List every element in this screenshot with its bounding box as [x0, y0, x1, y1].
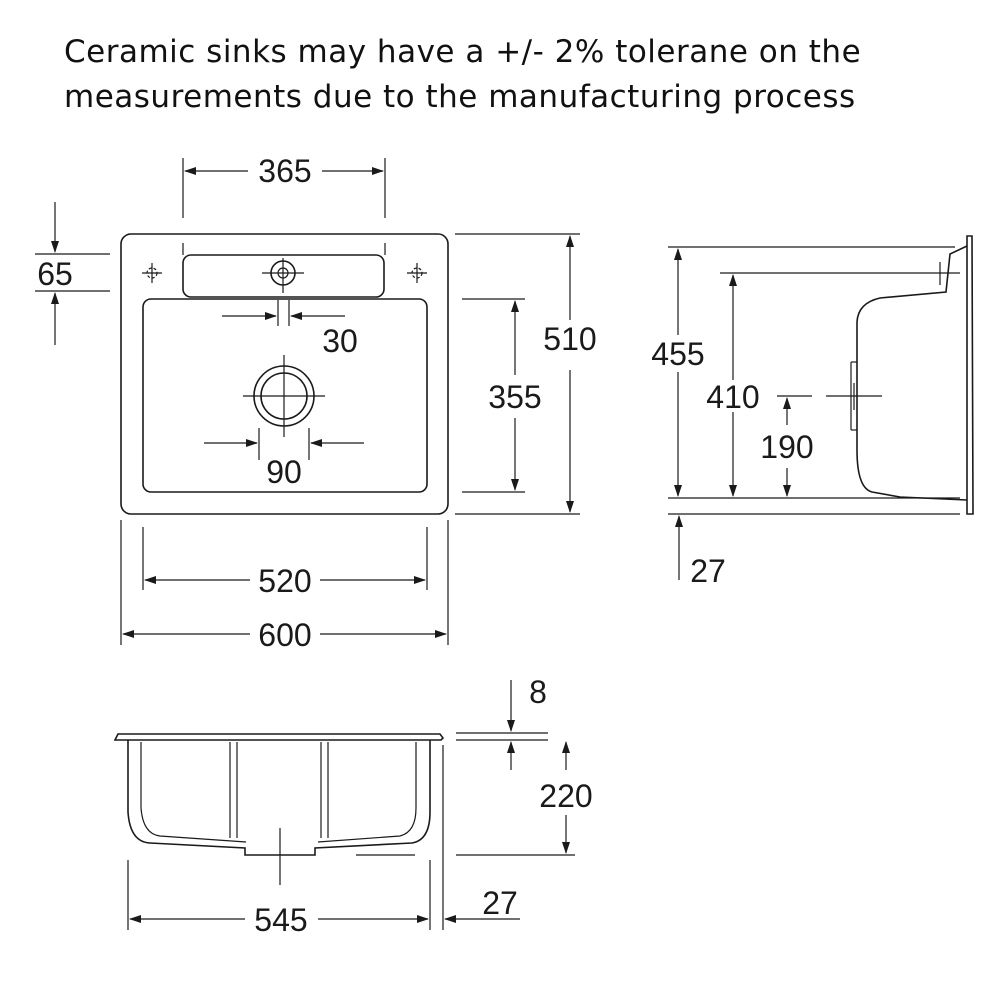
dim-365: 365	[182, 153, 386, 255]
dim-30-label: 30	[322, 323, 358, 359]
dim-600-label: 600	[258, 617, 311, 653]
dim-27-front-label: 27	[482, 885, 518, 921]
dim-545-label: 545	[254, 902, 307, 938]
sink-outline	[120, 233, 449, 515]
dim-8: 8	[456, 674, 548, 770]
dim-65: 65	[35, 202, 110, 345]
dim-510-label: 510	[543, 321, 596, 357]
bowl-outline	[142, 298, 428, 493]
dim-455: 455	[651, 248, 705, 497]
dim-455-label: 455	[651, 336, 704, 372]
dim-65-label: 65	[37, 256, 73, 292]
dim-510: 510	[455, 233, 597, 515]
front-bowl-outline	[127, 740, 431, 856]
front-rim	[113, 733, 445, 741]
dim-27-side: 27	[675, 515, 726, 589]
tap-deck	[182, 254, 385, 298]
dim-220: 220	[456, 741, 593, 856]
dim-600: 600	[120, 520, 449, 653]
tolerance-note: Ceramic sinks may have a +/- 2% tolerane…	[64, 30, 964, 120]
front-view: 8 220 545 27	[113, 674, 593, 938]
dim-520: 520	[142, 527, 428, 599]
dim-355: 355	[462, 298, 542, 493]
dim-27-side-label: 27	[690, 553, 726, 589]
dim-410-label: 410	[706, 379, 759, 415]
dim-220-label: 220	[539, 778, 592, 814]
top-view: 365 65 30 90	[35, 153, 597, 653]
dim-190: 190	[760, 397, 814, 497]
dim-190-label: 190	[760, 429, 813, 465]
dim-545: 545	[127, 860, 431, 938]
dim-90-label: 90	[266, 454, 302, 490]
dim-30: 30	[222, 300, 358, 359]
tolerance-note-line-1: Ceramic sinks may have a +/- 2% tolerane…	[64, 34, 862, 70]
side-flange	[966, 235, 974, 515]
dim-520-label: 520	[258, 563, 311, 599]
dim-355-label: 355	[488, 379, 541, 415]
dim-27-front: 27	[442, 745, 520, 930]
dim-410: 410	[706, 274, 760, 497]
tap-hole	[262, 258, 304, 293]
side-view: 455 410 190 27	[651, 235, 974, 589]
right-tap-mark-icon	[407, 263, 427, 283]
waste-hole	[243, 355, 325, 437]
dim-90: 90	[204, 428, 364, 490]
left-tap-mark-icon	[142, 263, 162, 283]
dim-8-label: 8	[529, 674, 547, 710]
tolerance-note-line-2: measurements due to the manufacturing pr…	[64, 79, 856, 115]
dim-365-label: 365	[258, 153, 311, 189]
side-bowl-profile	[856, 245, 968, 501]
